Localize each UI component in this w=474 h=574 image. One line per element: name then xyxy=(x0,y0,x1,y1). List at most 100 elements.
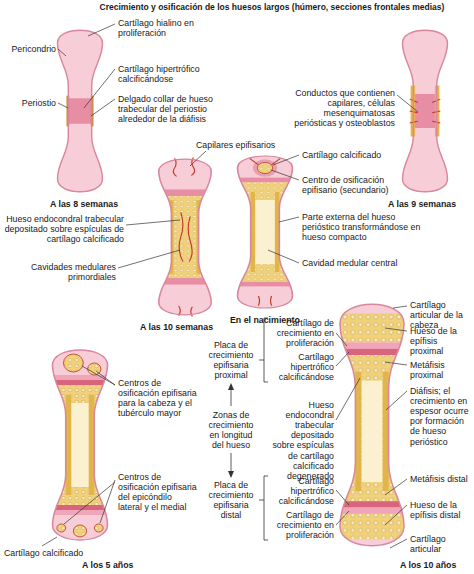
drawn-shape xyxy=(228,383,234,390)
bone-at-birth xyxy=(238,156,293,308)
leader-line xyxy=(58,49,66,56)
part-label: Hueso endocondral trabecular depositado … xyxy=(268,400,334,481)
leader-lines xyxy=(42,24,418,548)
ossification-center xyxy=(253,159,277,177)
part-label: Cartílago de crecimiento en proliferació… xyxy=(268,510,334,540)
ossification-center xyxy=(257,162,272,173)
bone-8-weeks xyxy=(58,26,103,196)
stage-caption: A los 10 años xyxy=(400,560,470,570)
bone-outline xyxy=(159,159,212,315)
leader-line xyxy=(271,170,299,180)
part-label: Hueso de la epífisis distal xyxy=(410,500,472,520)
leader-line xyxy=(100,480,115,523)
ossification-center xyxy=(73,525,86,537)
drawn-shape xyxy=(259,318,268,382)
part-label: Centros de osificación epifisaria del ep… xyxy=(118,472,198,512)
leader-line xyxy=(279,217,299,222)
drawn-shape xyxy=(250,158,281,305)
bone-outline xyxy=(238,156,293,308)
bone-outline xyxy=(58,30,103,192)
tissue-band xyxy=(340,355,404,501)
part-label: Pericondrio xyxy=(4,44,56,54)
tissue-band xyxy=(340,514,404,539)
part-label: Parte externa del hueso perióstico trans… xyxy=(302,212,432,242)
leader-line xyxy=(126,220,180,225)
leader-line xyxy=(336,378,360,420)
leader-line xyxy=(385,362,407,365)
figure-group xyxy=(159,189,212,284)
drawn-shape xyxy=(173,157,194,316)
tissue-band xyxy=(238,178,293,183)
leader-line xyxy=(190,151,206,166)
leader-line xyxy=(58,103,68,108)
tissue-band xyxy=(238,182,293,281)
part-label: Capilares epifisarios xyxy=(196,140,291,150)
bone-outline xyxy=(53,350,108,540)
bone-9-weeks xyxy=(403,26,448,196)
ossification-center xyxy=(64,354,84,372)
part-label: Placa de crecimiento epifisaria proximal xyxy=(204,340,258,380)
part-label: Metáfisis distal xyxy=(410,474,472,484)
part-label: Conductos que contienen capilares, célul… xyxy=(290,88,395,128)
leader-line xyxy=(385,505,407,525)
stage-caption: A las 8 semanas xyxy=(50,199,140,209)
part-label: Cartílago calcificado xyxy=(302,150,412,160)
part-label: Cartílago articular xyxy=(410,534,472,554)
tissue-band xyxy=(355,372,361,491)
bone-outline xyxy=(340,304,404,545)
part-label: Cartílago de crecimiento en proliferació… xyxy=(268,318,334,348)
leader-line xyxy=(88,24,115,36)
part-label: Diáfisis; el crecimiento en espesor ocur… xyxy=(410,386,472,447)
leader-line xyxy=(64,482,115,524)
drawn-shape xyxy=(410,99,441,123)
leader-line xyxy=(231,388,232,406)
tissue-band xyxy=(53,380,108,385)
part-label: Hueso endocondral trabecular depositado … xyxy=(4,214,124,244)
tissue-band xyxy=(66,395,72,495)
bone-outline xyxy=(53,350,108,540)
tissue-band xyxy=(362,381,382,483)
part-label: Cartílago calcificado xyxy=(4,548,104,558)
stage-caption: A las 9 semanas xyxy=(388,199,472,209)
part-label: Centro de osificación epifisario (secund… xyxy=(302,175,412,195)
leader-line xyxy=(273,155,299,165)
leader-line xyxy=(42,537,57,546)
part-label: Periostio xyxy=(4,98,56,108)
tissue-band xyxy=(340,342,404,348)
tissue-band xyxy=(53,505,108,510)
part-label: Delgado collar de hueso trabecular del p… xyxy=(118,94,236,124)
stage-caption: A los 5 años xyxy=(82,560,152,570)
figure-group xyxy=(58,26,103,196)
part-label: Cartílago hipertrófico calcificándose xyxy=(118,64,230,84)
leader-line xyxy=(385,479,407,495)
bone-5-years xyxy=(53,350,108,540)
part-label: Centros de osificación epifisaria para l… xyxy=(118,378,198,418)
leader-line xyxy=(96,371,115,385)
tissue-band xyxy=(53,385,108,505)
stage-caption: A las 10 semanas xyxy=(140,322,226,332)
tissue-band xyxy=(383,372,389,491)
tissue-band xyxy=(238,282,293,287)
leader-line xyxy=(336,511,349,525)
tissue-band xyxy=(89,395,95,495)
part-label: Metáfisis proximal xyxy=(410,360,472,380)
figure-group xyxy=(403,26,448,196)
tissue-band xyxy=(340,313,404,342)
leader-line xyxy=(336,333,347,346)
bone-outline xyxy=(159,159,212,315)
leader-line xyxy=(390,539,407,548)
part-label: Cavidades medulares primordiales xyxy=(4,262,116,282)
tissue-band xyxy=(255,200,275,264)
bone-10-years xyxy=(340,304,404,545)
tissue-band xyxy=(403,94,448,128)
figure-title: Crecimiento y osificación de los huesos … xyxy=(72,3,472,13)
tissue-band xyxy=(159,196,212,278)
bone-outline xyxy=(340,304,404,545)
part-label: Cartílago articular de la cabeza xyxy=(410,300,472,330)
part-label: Placa de crecimiento epifisaria distal xyxy=(204,480,258,520)
bone-10-weeks xyxy=(159,157,212,316)
ossification-center xyxy=(57,524,66,532)
leader-line xyxy=(397,95,418,112)
part-label: Zonas de crecimiento en longitud del hue… xyxy=(204,410,258,450)
